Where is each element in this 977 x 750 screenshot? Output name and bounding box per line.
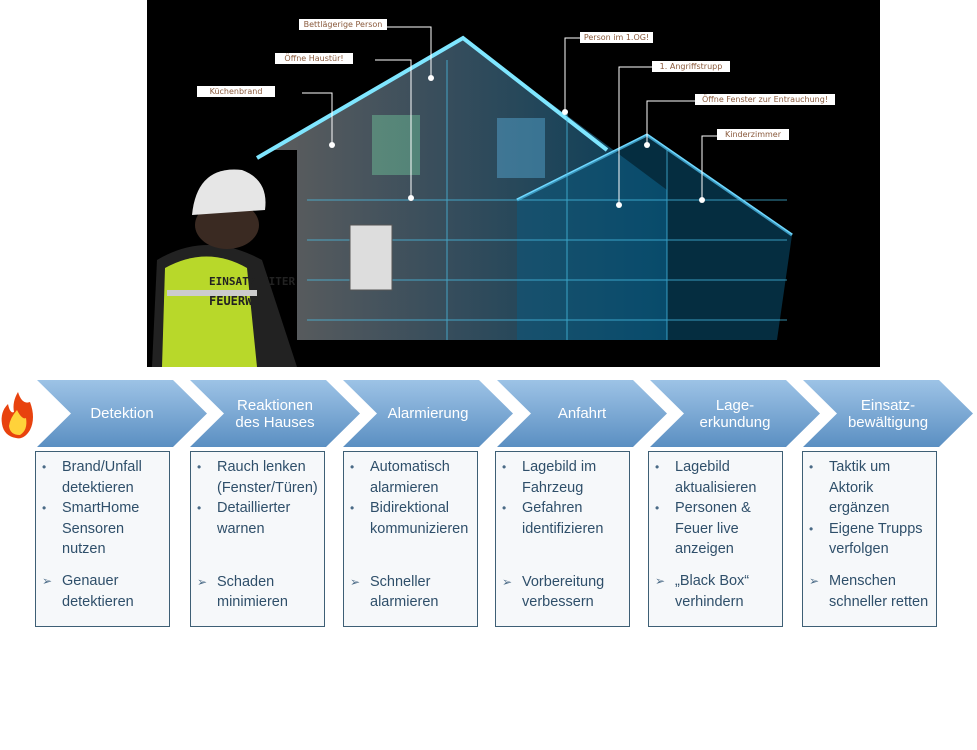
process-step-6: Einsatz- bewältigung bbox=[803, 380, 973, 447]
bullet-item: •Lagebild im Fahrzeug bbox=[502, 457, 625, 498]
process-step-5: Lage- erkundung bbox=[650, 380, 820, 447]
bullet-item: •Lagebild aktualisieren bbox=[655, 457, 778, 498]
house-illustration: EINSATZLEITER FEUERWEHR Bettlägerige Per… bbox=[147, 0, 880, 367]
bullet-item: •Automatisch alarmieren bbox=[350, 457, 473, 498]
bullet-icon: • bbox=[197, 460, 202, 474]
chevron-shape bbox=[190, 380, 360, 447]
fire-icon bbox=[1, 392, 33, 439]
chevron-shape bbox=[497, 380, 667, 447]
label-angriffstrupp: 1. Angriffstrupp bbox=[652, 61, 730, 72]
label-bettlaegerige-person: Bettlägerige Person bbox=[299, 19, 387, 30]
step-details-box: •Lagebild im Fahrzeug•Gefahren identifiz… bbox=[495, 451, 630, 627]
svg-text:FEUERWEHR: FEUERWEHR bbox=[209, 294, 275, 308]
bullet-item: •Gefahren identifizieren bbox=[502, 498, 625, 539]
arrow-icon: ➢ bbox=[655, 574, 666, 589]
bullet-icon: • bbox=[197, 501, 202, 515]
label-person-1og: Person im 1.OG! bbox=[580, 32, 653, 43]
step-title: Anfahrt bbox=[557, 405, 607, 422]
bullet-item: •SmartHome Sensoren nutzen bbox=[42, 498, 165, 560]
arrow-icon: ➢ bbox=[42, 574, 53, 589]
process-step-1: Detektion bbox=[37, 380, 207, 447]
bullet-icon: • bbox=[502, 501, 507, 515]
process-step-3: Alarmierung bbox=[343, 380, 513, 447]
bullet-icon: • bbox=[655, 501, 660, 515]
label-oeffne-haustuer: Öffne Haustür! bbox=[275, 53, 353, 64]
step-details-box: •Lagebild aktualisieren•Personen & Feuer… bbox=[648, 451, 783, 627]
arrow-icon: ➢ bbox=[350, 574, 361, 589]
arrow-icon: ➢ bbox=[809, 574, 820, 589]
firefighter: EINSATZLEITER FEUERWEHR bbox=[152, 169, 297, 367]
chevron-shape bbox=[343, 380, 513, 447]
bullet-icon: • bbox=[655, 460, 660, 474]
step-title: Reaktionen des Hauses bbox=[235, 396, 315, 431]
label-oeffne-fenster: Öffne Fenster zur Entrauchung! bbox=[695, 94, 835, 105]
bullet-icon: • bbox=[809, 460, 814, 474]
goal-item: ➢Menschen schneller retten bbox=[809, 571, 932, 612]
process-step-2: Reaktionen des Hauses bbox=[190, 380, 360, 447]
step-title: Lage- erkundung bbox=[699, 396, 771, 431]
step-details-box: •Taktik um Aktorik ergänzen•Eigene Trupp… bbox=[802, 451, 937, 627]
goal-item: ➢Schneller alarmieren bbox=[350, 572, 473, 613]
bullet-icon: • bbox=[42, 501, 47, 515]
bullet-item: •Detaillierter warnen bbox=[197, 498, 320, 539]
step-title: Alarmierung bbox=[387, 405, 469, 422]
bullet-icon: • bbox=[502, 460, 507, 474]
label-kuechenbrand: Küchenbrand bbox=[197, 86, 275, 97]
chevron-shape bbox=[650, 380, 820, 447]
step-title: Detektion bbox=[90, 405, 154, 422]
step-details-box: •Brand/Unfall detektieren•SmartHome Sens… bbox=[35, 451, 170, 627]
bullet-item: •Brand/Unfall detektieren bbox=[42, 457, 165, 498]
goal-item: ➢Schaden minimieren bbox=[197, 572, 320, 613]
bullet-icon: • bbox=[42, 460, 47, 474]
bullet-icon: • bbox=[809, 521, 814, 536]
bullet-item: •Rauch lenken (Fenster/Türen) bbox=[197, 457, 320, 498]
chevron-shape bbox=[803, 380, 973, 447]
arrow-icon: ➢ bbox=[502, 574, 513, 589]
bullet-item: •Bidirektional kommunizieren bbox=[350, 498, 473, 539]
bullet-item: •Personen & Feuer live anzeigen bbox=[655, 498, 778, 560]
bullet-item: •Eigene Trupps verfolgen bbox=[809, 519, 932, 560]
process-step-4: Anfahrt bbox=[497, 380, 667, 447]
vest-text: EINSATZLEITER bbox=[209, 275, 295, 288]
house-drawing: EINSATZLEITER FEUERWEHR bbox=[152, 26, 793, 367]
goal-item: ➢„Black Box“ verhindern bbox=[655, 571, 778, 612]
label-kinderzimmer: Kinderzimmer bbox=[717, 129, 789, 140]
bullet-icon: • bbox=[350, 460, 355, 474]
goal-item: ➢Genauer detektieren bbox=[42, 571, 165, 612]
arrow-icon: ➢ bbox=[197, 574, 208, 589]
step-details-box: •Automatisch alarmieren•Bidirektional ko… bbox=[343, 451, 478, 627]
bullet-icon: • bbox=[350, 501, 355, 515]
goal-item: ➢Vorbereitung verbessern bbox=[502, 572, 625, 613]
bullet-item: •Taktik um Aktorik ergänzen bbox=[809, 457, 932, 519]
chevron-shape bbox=[37, 380, 207, 447]
step-title: Einsatz- bewältigung bbox=[847, 396, 929, 431]
step-details-box: •Rauch lenken (Fenster/Türen)•Detaillier… bbox=[190, 451, 325, 627]
